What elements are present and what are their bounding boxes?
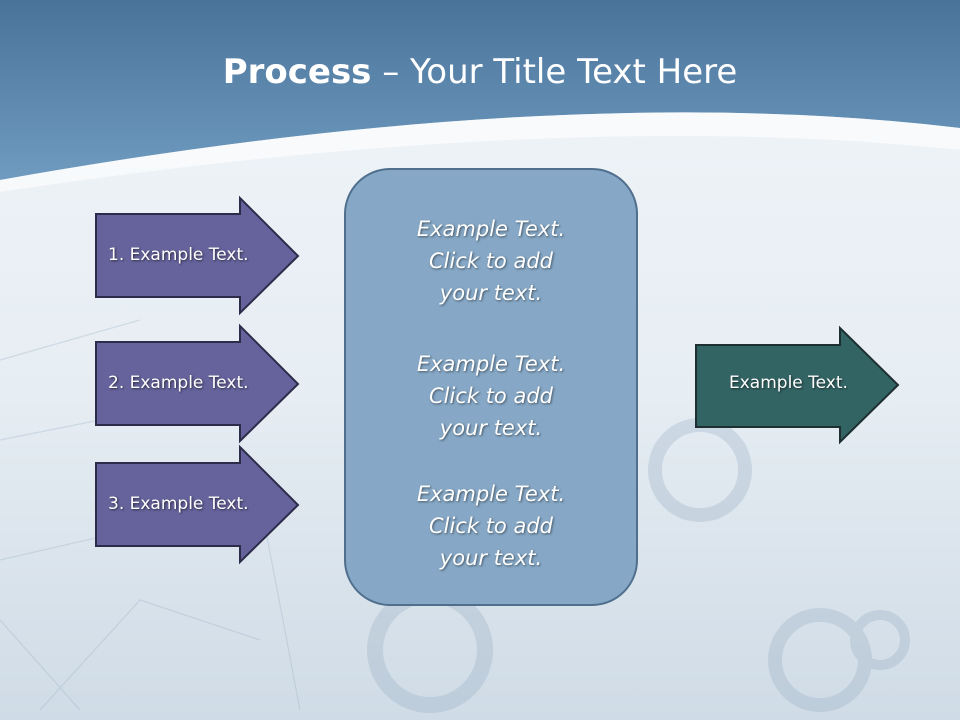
block-line: Example Text. (416, 217, 566, 241)
block-line: your text. (439, 416, 543, 440)
block-line: your text. (439, 281, 543, 305)
left-arrow-2-label[interactable]: 2. Example Text. (108, 373, 249, 393)
center-block-2[interactable]: Example Text. Click to add your text. (344, 348, 638, 444)
block-line: Example Text. (416, 482, 566, 506)
right-arrow-shape (695, 325, 900, 445)
block-line: Click to add (428, 384, 553, 408)
center-text-box[interactable] (344, 168, 638, 606)
right-arrow-label[interactable]: Example Text. (729, 373, 848, 393)
header-band (0, 0, 960, 180)
center-block-1[interactable]: Example Text. Click to add your text. (344, 213, 638, 309)
block-line: Example Text. (416, 352, 566, 376)
block-line: Click to add (428, 249, 553, 273)
center-block-3[interactable]: Example Text. Click to add your text. (344, 478, 638, 574)
left-arrow-1-label[interactable]: 1. Example Text. (108, 245, 249, 265)
block-line: Click to add (428, 514, 553, 538)
left-arrows (95, 195, 300, 565)
left-arrow-3-label[interactable]: 3. Example Text. (108, 494, 249, 514)
title-bold: Process (222, 52, 372, 92)
title-rest: – Your Title Text Here (371, 52, 738, 92)
block-line: your text. (439, 546, 543, 570)
slide-title[interactable]: Process – Your Title Text Here (0, 52, 960, 92)
